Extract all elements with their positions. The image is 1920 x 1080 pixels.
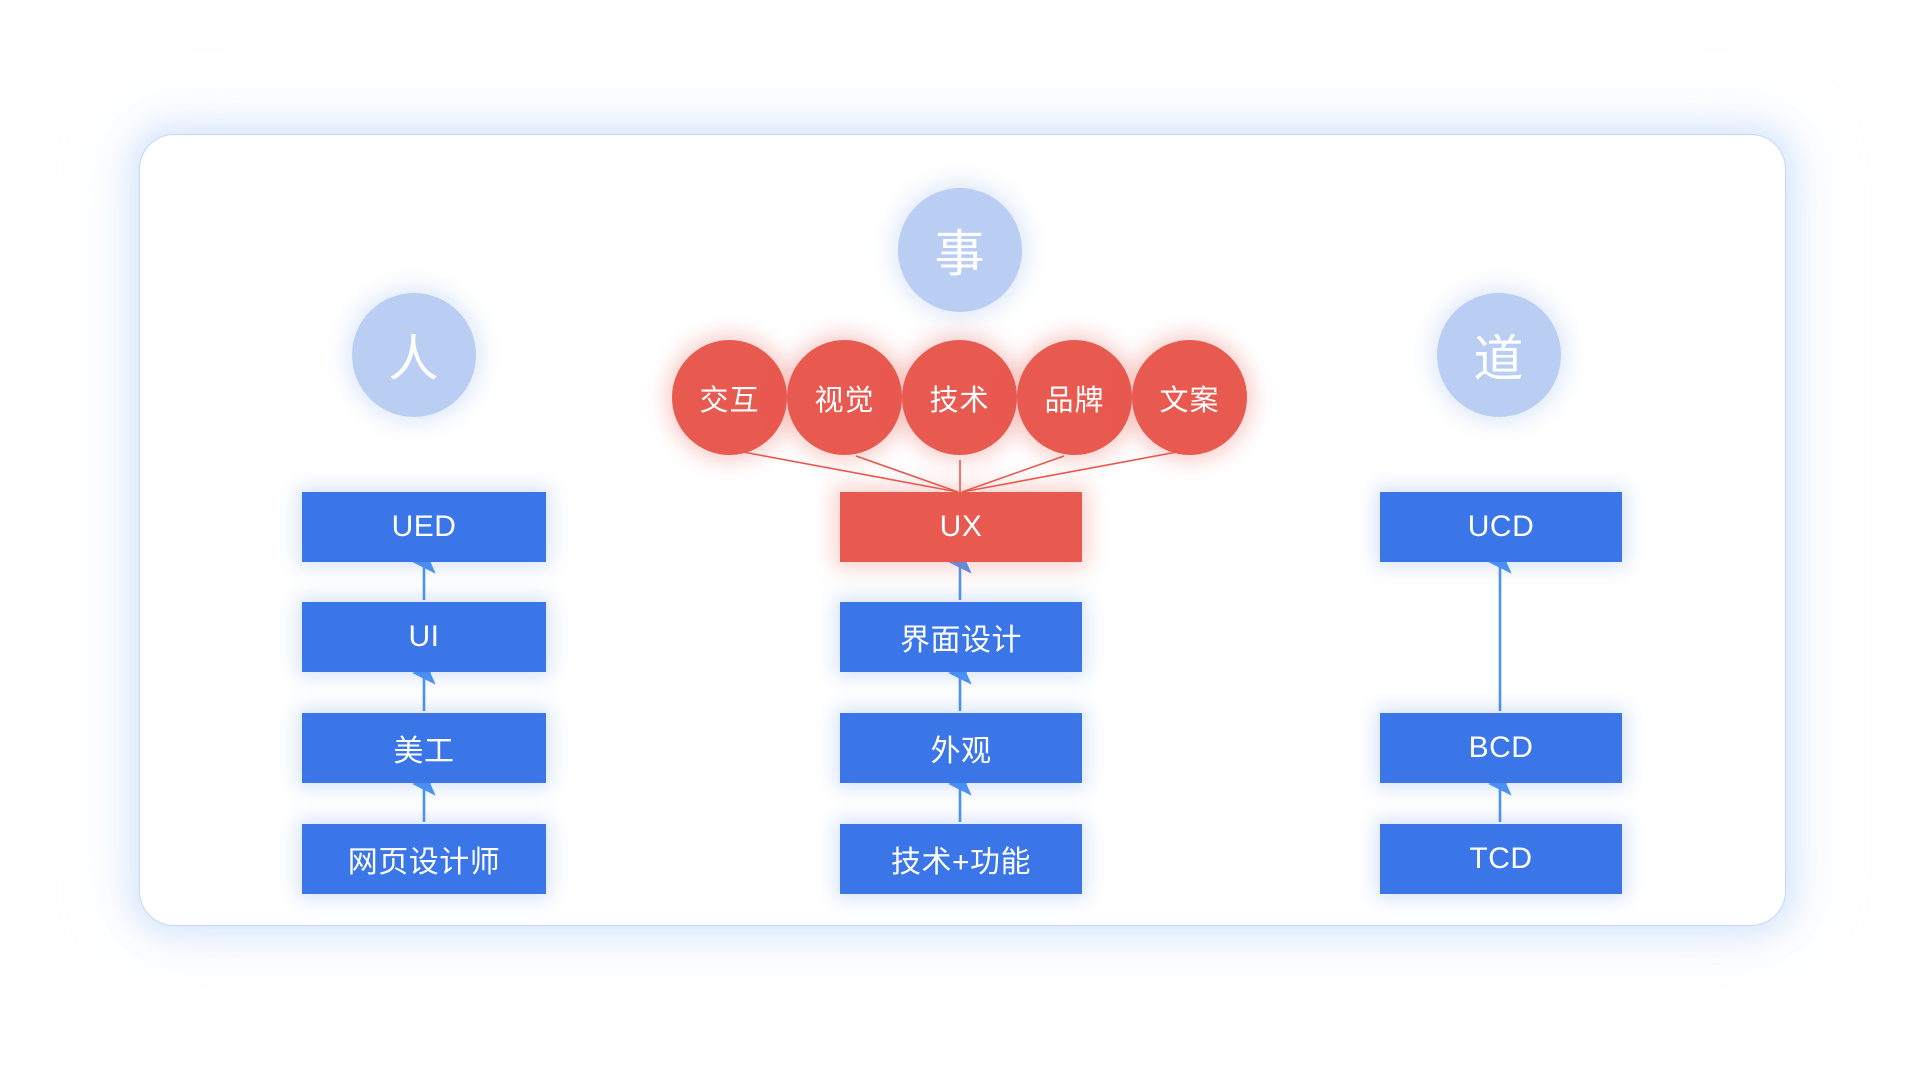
box-jiemian-sheji-label: 界面设计 <box>900 624 1022 657</box>
concept-circle-ren-label: 人 <box>388 331 440 387</box>
concept-circle-dao-label: 道 <box>1473 331 1525 387</box>
skill-circle-pinpai[interactable]: 品牌 <box>1017 340 1132 455</box>
box-waiguan[interactable]: 外观 <box>840 713 1082 783</box>
skill-circle-jishu[interactable]: 技术 <box>902 340 1017 455</box>
skill-circle-jishu-label: 技术 <box>929 384 990 417</box>
box-ui-label: UI <box>408 620 440 653</box>
box-tcd[interactable]: TCD <box>1380 824 1622 894</box>
box-ucd-label: UCD <box>1467 510 1535 543</box>
box-ui[interactable]: UI <box>302 602 546 672</box>
skill-circle-jiaohu-label: 交互 <box>699 384 760 417</box>
box-jishu-gongneng[interactable]: 技术+功能 <box>840 824 1082 894</box>
skill-circle-pinpai-label: 品牌 <box>1044 384 1105 417</box>
skill-circle-shijue[interactable]: 视觉 <box>787 340 902 455</box>
box-waiguan-label: 外观 <box>930 735 992 768</box>
box-ucd[interactable]: UCD <box>1380 492 1622 562</box>
box-wangye-shejishi-label: 网页设计师 <box>347 846 501 879</box>
skill-circle-jiaohu[interactable]: 交互 <box>672 340 787 455</box>
box-jiemian-sheji[interactable]: 界面设计 <box>840 602 1082 672</box>
box-ued-label: UED <box>391 510 457 543</box>
skill-circle-wenan-label: 文案 <box>1159 384 1220 417</box>
box-jishu-gongneng-label: 技术+功能 <box>890 846 1032 879</box>
box-meigong-label: 美工 <box>393 735 455 768</box>
skill-circle-wenan[interactable]: 文案 <box>1132 340 1247 455</box>
box-ux-label: UX <box>939 510 983 543</box>
box-ux[interactable]: UX <box>840 492 1082 562</box>
box-meigong[interactable]: 美工 <box>302 713 546 783</box>
concept-circle-ren[interactable]: 人 <box>352 293 476 417</box>
box-ued[interactable]: UED <box>302 492 546 562</box>
skill-circle-shijue-label: 视觉 <box>814 384 875 417</box>
box-tcd-label: TCD <box>1469 842 1533 875</box>
concept-circle-shi[interactable]: 事 <box>898 188 1022 312</box>
box-bcd[interactable]: BCD <box>1380 713 1622 783</box>
box-wangye-shejishi[interactable]: 网页设计师 <box>302 824 546 894</box>
concept-circle-dao[interactable]: 道 <box>1437 293 1561 417</box>
concept-circle-shi-label: 事 <box>934 226 986 282</box>
box-bcd-label: BCD <box>1468 731 1534 764</box>
